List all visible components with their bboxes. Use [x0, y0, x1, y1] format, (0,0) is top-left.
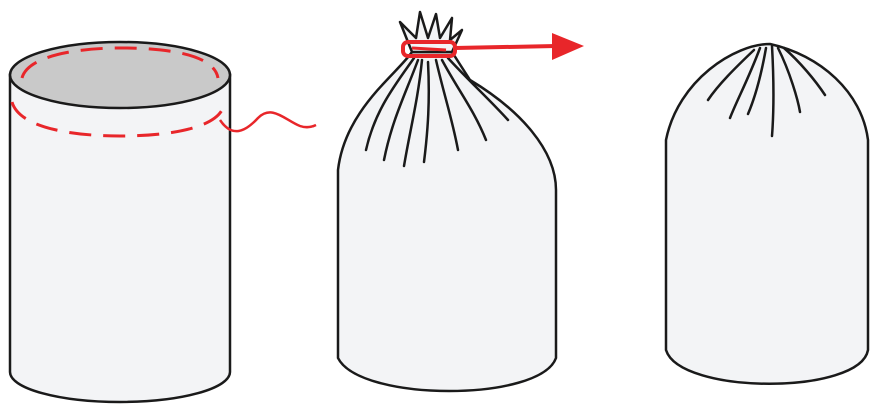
cylinder-body — [10, 75, 230, 402]
drawstring-cord — [220, 112, 316, 131]
step-1-open-tube — [10, 42, 316, 402]
step-2-cinched-bag — [338, 12, 584, 391]
bag-tuft — [400, 12, 462, 52]
cord-knot-tie — [412, 48, 446, 50]
pull-arrow-shaft — [455, 46, 556, 48]
cylinder-opening — [10, 42, 230, 108]
step-3-closed-bag — [666, 44, 868, 384]
pull-arrow-head-icon — [552, 33, 584, 60]
closed-bag-body — [666, 44, 868, 384]
